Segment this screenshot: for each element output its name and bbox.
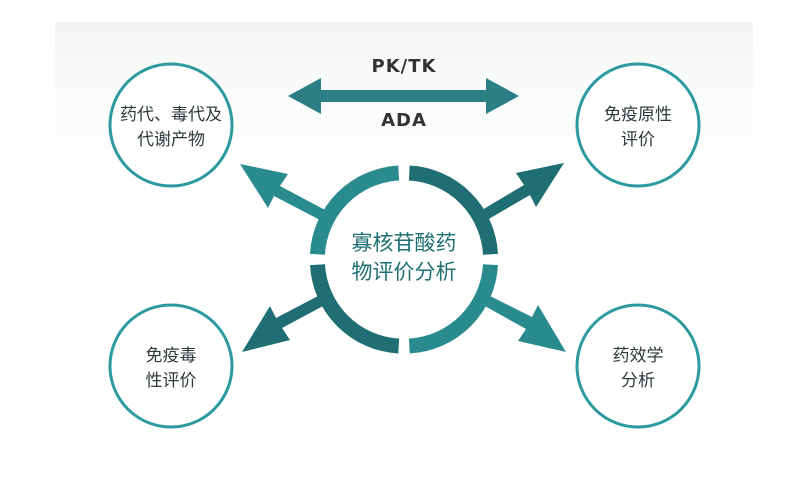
ring-segment-top-left [309, 165, 400, 255]
node-label-bottom-right: 药效学 分析 [612, 346, 664, 391]
node-circle-bottom-right [575, 303, 701, 429]
arrow-top-left [240, 164, 325, 220]
label-ada: ADA [381, 110, 427, 131]
node-label-bottom-left: 免疫毒 性评价 [145, 346, 197, 391]
arrow-bottom-right [483, 295, 566, 352]
label-pk-tk: PK/TK [371, 56, 437, 77]
center-label: 寡核苷酸药 物评价分析 [351, 231, 457, 285]
node-circle-bottom-left [108, 303, 234, 429]
double-arrow [288, 78, 519, 114]
node-circle-top-left [108, 62, 234, 188]
ring-segment-bottom-right [408, 264, 498, 354]
node-label-top-left: 药代、毒代及 代谢产物 [120, 105, 222, 150]
arrow-top-right [482, 163, 564, 220]
arrow-bottom-left [242, 295, 325, 352]
node-circle-top-right [575, 62, 701, 188]
ring-segment-bottom-left [310, 264, 400, 354]
node-label-top-right: 免疫原性 评价 [604, 105, 672, 150]
ring-segment-top-right [408, 165, 498, 255]
center-ring [309, 165, 498, 354]
